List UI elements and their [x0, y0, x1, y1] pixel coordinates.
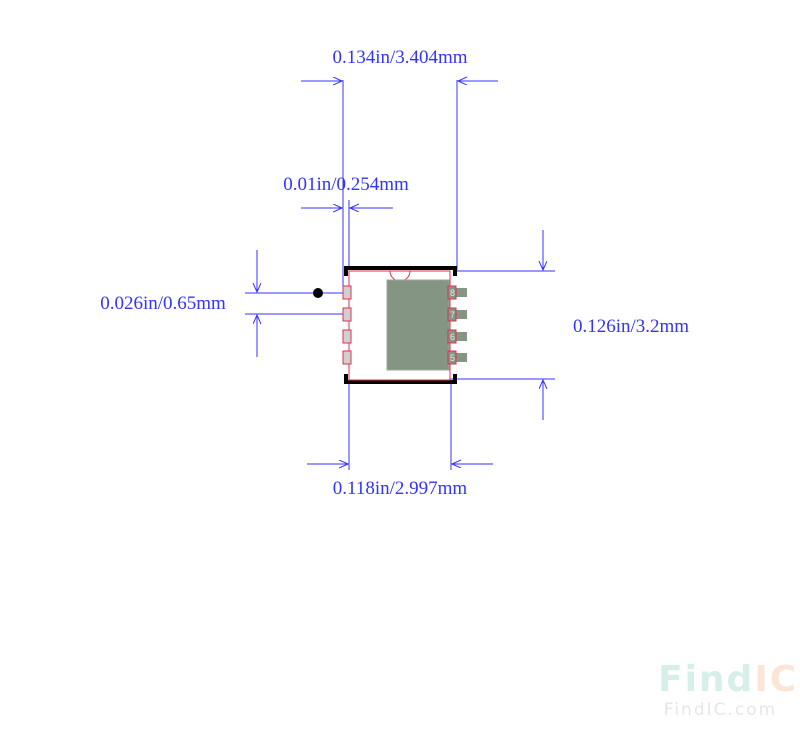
watermark-site: FindIC.com: [663, 700, 778, 720]
body-outline: [348, 270, 451, 381]
pin-label: 5: [450, 353, 455, 363]
pin-label: 7: [450, 310, 455, 320]
right-pads: 8 7 6 5: [447, 285, 467, 365]
thermal-pad: [386, 279, 450, 371]
dimension-lines: [245, 80, 555, 470]
logo-text-find: Find: [658, 659, 755, 700]
pin-label: 8: [450, 288, 455, 298]
dim-pitch: 0.026in/0.65mm: [100, 293, 226, 314]
dim-pad-offset: 0.01in/0.254mm: [283, 174, 409, 195]
left-pads: [342, 285, 352, 365]
watermark-logo: FindIC FindIC.com: [658, 659, 796, 721]
pin1-marker-dot: [313, 288, 323, 298]
silkscreen-outline: [344, 266, 457, 384]
pin-label: 6: [450, 332, 455, 342]
dim-body-height: 0.126in/3.2mm: [573, 316, 689, 337]
logo-text-ic: IC: [754, 659, 799, 700]
dim-overall-width: 0.134in/3.404mm: [332, 47, 467, 68]
dim-body-width: 0.118in/2.997mm: [333, 478, 468, 499]
